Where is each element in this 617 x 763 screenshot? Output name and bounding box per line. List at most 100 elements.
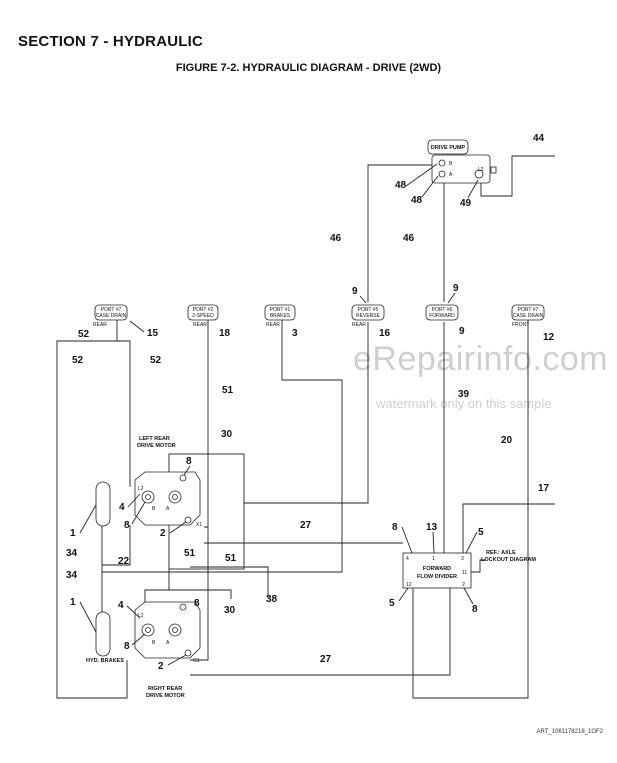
callout-2: 2 <box>160 528 166 539</box>
left-rear-motor-label-2: DRIVE MOTOR <box>137 443 176 449</box>
drive-pump: DRIVE PUMP B A L2 <box>427 139 497 184</box>
leader <box>465 531 478 554</box>
pump-port-l2 <box>474 169 484 179</box>
drive-pump-label: DRIVE PUMP <box>431 145 466 151</box>
callout-44: 44 <box>533 133 545 144</box>
callout-49: 49 <box>460 198 472 209</box>
pump-port-l2-label: L2 <box>478 167 484 173</box>
leader <box>183 465 191 476</box>
leader <box>126 605 141 619</box>
left-motor-body <box>134 471 201 526</box>
callout-15: 15 <box>147 328 159 339</box>
port-tag-title: PORT #5 <box>358 307 379 313</box>
port-tag-side: FRONT <box>512 322 529 328</box>
hose-17 <box>462 503 555 553</box>
port-tag-title: PORT #7 <box>101 307 122 313</box>
callout-4: 4 <box>119 502 125 513</box>
leader <box>421 175 439 198</box>
port-tag-case-drain-rear <box>94 304 128 321</box>
hose-44 <box>480 155 555 197</box>
callout-30: 30 <box>224 605 236 616</box>
port-tag-forward <box>425 304 459 321</box>
hose-46-reverse <box>367 164 432 302</box>
right-motor-l2: L2 <box>138 613 144 619</box>
callout-17: 17 <box>538 483 550 494</box>
port-tag-subtitle: FORWARD <box>429 313 455 319</box>
hyd-brakes: HYD. BRAKES <box>86 481 124 664</box>
left-motor-b: B <box>152 506 156 512</box>
hose-52-left <box>56 320 128 699</box>
callout-8: 8 <box>472 604 478 615</box>
callout-48: 48 <box>411 195 423 206</box>
left-motor-a: A <box>166 506 170 512</box>
port-tag-2-speed <box>187 304 219 321</box>
pump-port-a <box>438 170 446 178</box>
left-motor-l2: L2 <box>138 486 144 492</box>
callout-8: 8 <box>124 641 130 652</box>
callout-22: 22 <box>118 556 130 567</box>
callout-2: 2 <box>158 661 164 672</box>
callout-9: 9 <box>453 283 459 294</box>
pump-port-b-label: B <box>449 161 453 167</box>
port-tag-case-drain-front <box>511 304 545 321</box>
hose-20 <box>412 320 529 699</box>
callout-30: 30 <box>221 429 233 440</box>
port-tag-side: REAR <box>352 322 366 328</box>
callout-1: 1 <box>70 597 76 608</box>
port-tag-subtitle: CASE DRAIN <box>513 313 544 319</box>
drive-pump-label-box <box>427 139 469 155</box>
leader <box>359 295 367 304</box>
port-tag-title: PORT #6 <box>432 307 453 313</box>
hose-lines <box>56 155 555 699</box>
callout-5: 5 <box>478 527 484 538</box>
hose-30-link <box>168 569 232 599</box>
right-motor-fitting <box>179 603 187 611</box>
right-motor-port-a-inner <box>172 627 178 633</box>
hose-51-a <box>204 320 209 528</box>
pump-fitting <box>490 166 497 174</box>
callout-18: 18 <box>219 328 231 339</box>
left-motor-fitting-x1 <box>184 516 192 524</box>
callout-34: 34 <box>66 570 78 581</box>
port-tag-title: PORT #7 <box>518 307 539 313</box>
port-tag-subtitle: BRAKES <box>270 313 291 319</box>
callout-46: 46 <box>330 233 342 244</box>
brake-cylinder-lower <box>95 611 111 657</box>
art-code: ART_1061178218_1OF2 <box>536 729 604 735</box>
callout-27: 27 <box>300 520 312 531</box>
callout-51: 51 <box>225 553 237 564</box>
leader <box>447 292 456 304</box>
left-motor-port-a-inner <box>172 494 178 500</box>
right-rear-motor-label-1: RIGHT REAR <box>148 686 182 692</box>
divider-port-4: 4 <box>406 556 409 562</box>
divider-port-11: 11 <box>462 570 467 576</box>
callout-3: 3 <box>292 328 298 339</box>
right-motor-a: A <box>166 640 170 646</box>
right-motor-g1: G1 <box>193 658 200 664</box>
leader <box>79 601 97 633</box>
leader-lines <box>79 163 479 666</box>
callout-5: 5 <box>389 598 395 609</box>
leader <box>131 501 146 525</box>
right-motor-fitting-g1 <box>184 649 192 657</box>
callout-8: 8 <box>124 520 130 531</box>
right-motor-body <box>134 601 201 659</box>
callout-8: 8 <box>194 598 200 609</box>
divider-port-2: 2 <box>462 582 465 588</box>
leader <box>398 587 409 602</box>
forward-flow-divider: 4 1 3 11 12 2 FORWARD FLOW DIVIDER REF.:… <box>402 550 536 589</box>
watermark-site: eRepairinfo.com <box>353 340 609 378</box>
flow-divider-label-1: FORWARD <box>423 566 451 572</box>
port-tag-subtitle: 2-SPEED <box>192 313 214 319</box>
callout-1: 1 <box>70 528 76 539</box>
callout-52: 52 <box>150 355 162 366</box>
port-tag-reverse <box>351 304 385 321</box>
port-tags: PORT #7 CASE DRAIN REAR PORT #2 2-SPEED … <box>93 304 545 328</box>
callout-13: 13 <box>426 522 438 533</box>
right-rear-drive-motor: L2 B A G1 RIGHT REAR DRIVE MOTOR <box>134 601 201 699</box>
axle-lockout-ref-2: LOCKOUT DIAGRAM <box>481 557 536 563</box>
section-title: SECTION 7 - HYDRAULIC <box>18 33 204 50</box>
left-motor-port-b-inner <box>145 494 151 500</box>
left-motor-fitting <box>179 474 187 482</box>
leader <box>401 526 413 554</box>
